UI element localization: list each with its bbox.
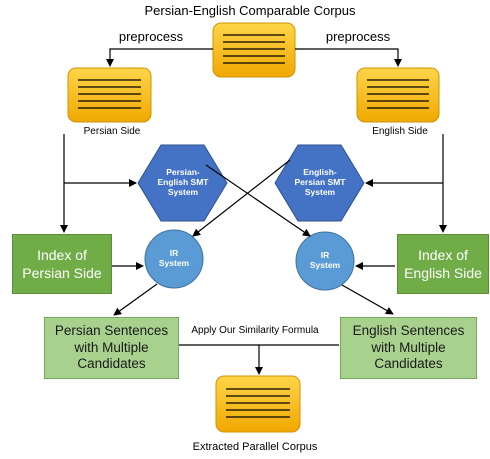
ir-right-to-candidates-arrow bbox=[341, 284, 394, 315]
smt-english-persian-shape bbox=[274, 144, 365, 222]
preprocess-right-arrow bbox=[295, 48, 402, 67]
ir-left-shape bbox=[144, 229, 204, 289]
persian-candidates-box: Persian Sentences with Multiple Candidat… bbox=[44, 317, 179, 379]
persian-side-label: Persian Side bbox=[83, 126, 141, 137]
similarity-formula-label: Apply Our Similarity Formula bbox=[191, 325, 319, 336]
preprocess-right-label: preprocess bbox=[325, 29, 391, 44]
english-side-label: English Side bbox=[372, 126, 428, 137]
ir-right-shape bbox=[295, 231, 355, 291]
corpus-title: Persian-English Comparable Corpus bbox=[144, 3, 356, 18]
index-persian-box: Index of Persian Side bbox=[12, 234, 112, 294]
preprocess-left-label: preprocess bbox=[118, 29, 184, 44]
smt-ep-to-ir-left-arrow bbox=[192, 159, 291, 237]
smt-persian-english-label: Persian-English SMT System bbox=[157, 167, 209, 197]
smt-pe-to-ir-right-arrow bbox=[205, 164, 311, 237]
index-english-box: Index of English Side bbox=[397, 234, 489, 294]
english-side-document-icon bbox=[356, 67, 440, 123]
output-label: Extracted Parallel Corpus bbox=[192, 441, 318, 453]
smt-english-persian-label: English-Persian SMT System bbox=[294, 167, 346, 197]
persian-side-document-icon bbox=[67, 67, 152, 123]
ir-right-label: IR System bbox=[309, 250, 341, 270]
ir-left-label: IR System bbox=[158, 248, 190, 268]
ir-left-to-candidates-arrow bbox=[113, 283, 158, 316]
english-candidates-box: English Sentences with Multiple Candidat… bbox=[340, 317, 477, 379]
smt-persian-english-shape bbox=[137, 144, 228, 222]
output-document-icon bbox=[215, 375, 301, 433]
preprocess-left-arrow bbox=[106, 48, 213, 67]
corpus-document-icon bbox=[212, 22, 296, 78]
